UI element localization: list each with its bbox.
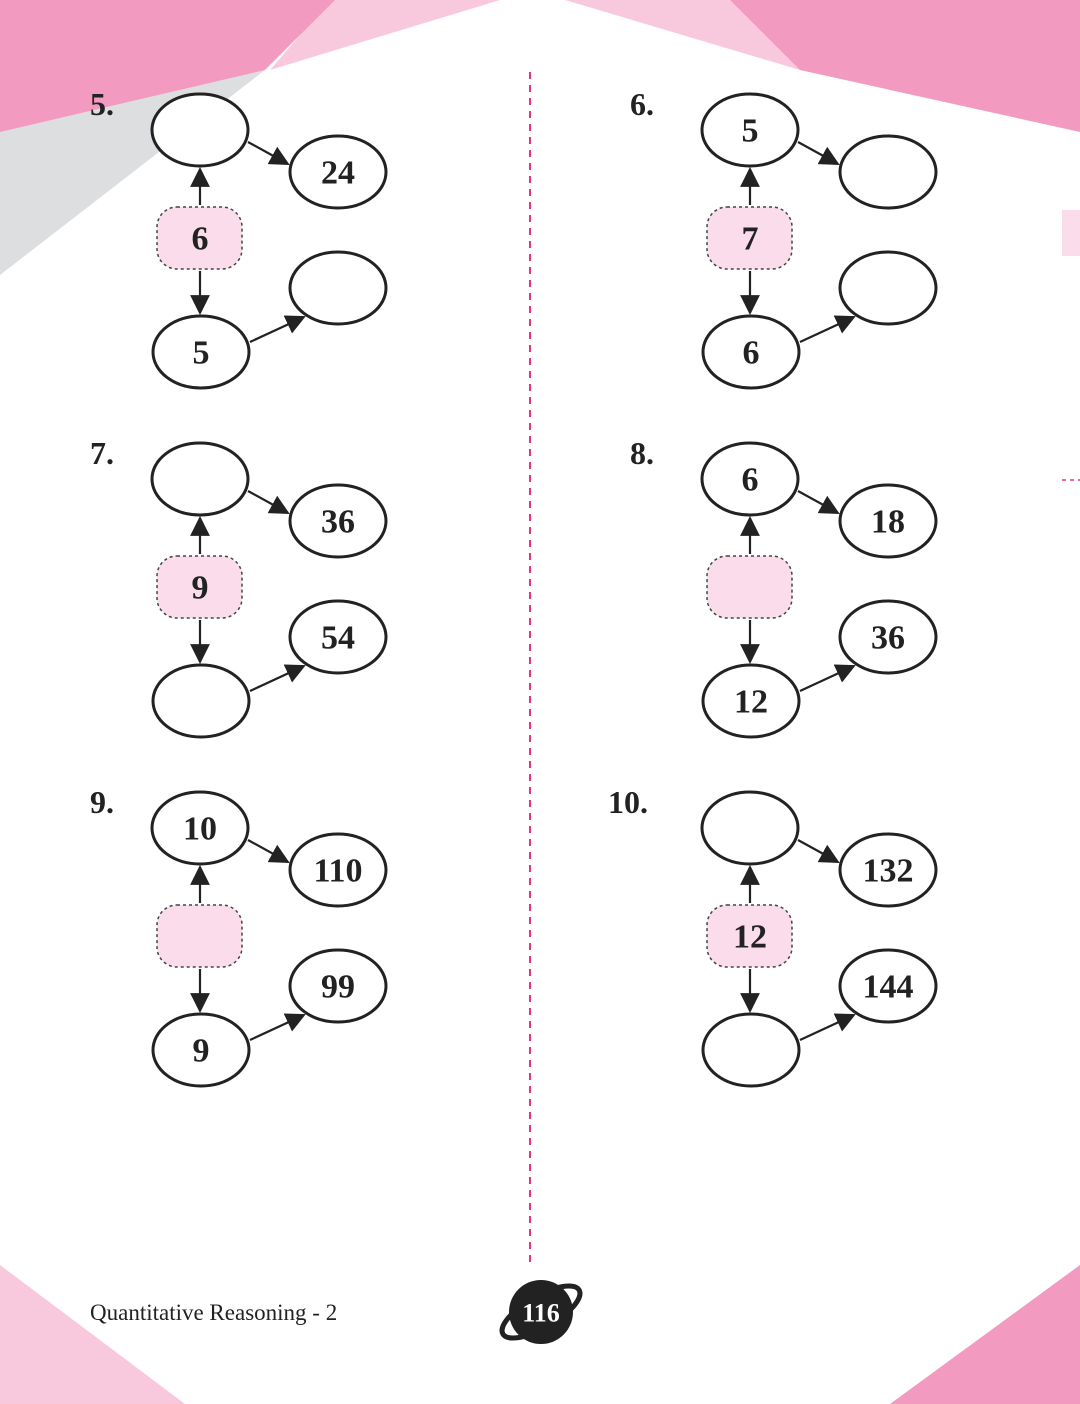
problem-number: 9. [90, 784, 114, 820]
bottom-output-value: 144 [863, 969, 914, 1006]
top-input-value: 6 [742, 462, 759, 499]
bottom-output-value: 36 [871, 620, 905, 657]
top-output-circle[interactable] [838, 134, 938, 210]
book-title: Quantitative Reasoning - 2 [90, 1300, 337, 1325]
pink-top-right-shape [730, 0, 1080, 132]
multiplier-value: 9 [192, 570, 209, 607]
problem: 6. 5 7 6 [630, 86, 938, 390]
bottom-output-circle[interactable] [288, 599, 388, 675]
page-badge: 116 [499, 1280, 583, 1344]
bottom-output-circle[interactable] [838, 250, 938, 326]
page-number: 116 [522, 1299, 560, 1328]
bottom-input-circle[interactable] [151, 314, 251, 390]
bottom-input-value: 9 [193, 1033, 210, 1070]
top-input-circle[interactable] [700, 790, 800, 866]
bottom-input-value: 12 [734, 684, 768, 721]
problem-number: 10. [608, 784, 648, 820]
bottom-output-value: 99 [321, 969, 355, 1006]
top-output-value: 110 [313, 853, 362, 890]
bottom-input-circle[interactable] [701, 314, 801, 390]
light-pink-top-shape [270, 0, 500, 70]
bottom-output-circle[interactable] [288, 250, 388, 326]
top-output-value: 132 [863, 853, 914, 890]
bottom-output-value: 54 [321, 620, 355, 657]
top-output-value: 36 [321, 504, 355, 541]
top-input-circle[interactable] [700, 441, 800, 517]
pink-bottom-right-shape [890, 1265, 1080, 1404]
multiplier-box[interactable] [156, 904, 243, 968]
problem-number: 5. [90, 86, 114, 122]
problem: 5. 24 6 5 [90, 86, 388, 390]
bottom-input-value: 5 [193, 335, 210, 372]
top-output-value: 18 [871, 504, 905, 541]
top-input-circle[interactable] [150, 441, 250, 517]
top-input-value: 5 [742, 113, 759, 150]
multiplier-box[interactable] [156, 555, 243, 619]
top-output-circle[interactable] [288, 483, 388, 559]
problem: 8. 6 18 36 12 [630, 435, 938, 739]
top-output-circle[interactable] [288, 134, 388, 210]
top-input-value: 10 [183, 811, 217, 848]
footer: Quantitative Reasoning - 2 116 [90, 1280, 583, 1344]
bottom-input-circle[interactable] [151, 663, 251, 739]
top-output-circle[interactable] [838, 832, 938, 908]
multiplier-box[interactable] [706, 206, 793, 270]
bottom-output-circle[interactable] [288, 948, 388, 1024]
bottom-output-circle[interactable] [838, 948, 938, 1024]
bottom-input-value: 6 [743, 335, 760, 372]
problem-number: 6. [630, 86, 654, 122]
problem: 7. 36 9 54 [90, 435, 388, 739]
problem: 9. 10 110 99 9 [90, 784, 388, 1088]
top-output-circle[interactable] [838, 483, 938, 559]
multiplier-value: 6 [192, 221, 209, 258]
top-output-value: 24 [321, 155, 355, 192]
bottom-input-circle[interactable] [151, 1012, 251, 1088]
problem-number: 8. [630, 435, 654, 471]
multiplier-value: 12 [733, 919, 767, 956]
problems-grid: 5. 24 6 5 6. 5 [90, 86, 938, 1088]
side-tab-shape [1062, 210, 1080, 256]
top-input-circle[interactable] [150, 790, 250, 866]
problem-number: 7. [90, 435, 114, 471]
bottom-input-circle[interactable] [701, 663, 801, 739]
top-input-circle[interactable] [150, 92, 250, 168]
page-badge-circle [509, 1280, 573, 1344]
problem: 10. 132 12 144 [608, 784, 938, 1088]
bottom-input-circle[interactable] [701, 1012, 801, 1088]
top-output-circle[interactable] [288, 832, 388, 908]
multiplier-value: 7 [742, 221, 759, 258]
bottom-output-circle[interactable] [838, 599, 938, 675]
multiplier-box[interactable] [706, 904, 793, 968]
light-pink-top-right-shape [565, 0, 800, 70]
multiplier-box[interactable] [156, 206, 243, 270]
pink-top-left-shape [0, 0, 335, 132]
light-pink-bottom-left-shape [0, 1265, 185, 1404]
top-input-circle[interactable] [700, 92, 800, 168]
multiplier-box[interactable] [706, 555, 793, 619]
